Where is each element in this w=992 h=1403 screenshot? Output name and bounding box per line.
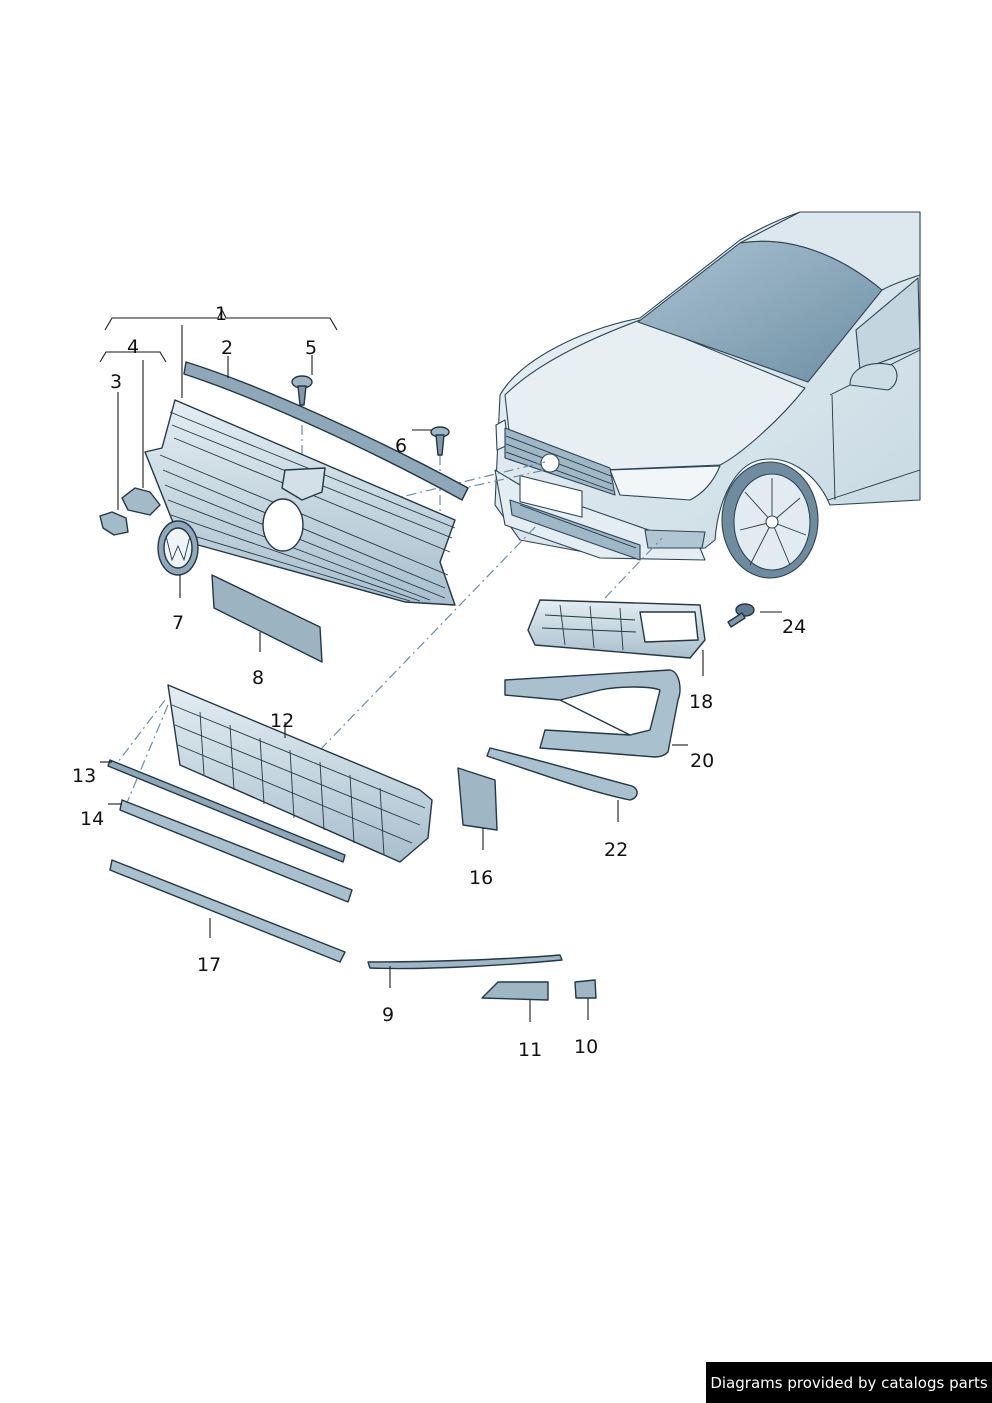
callout-22: 22 — [604, 839, 628, 861]
part-9-trim-strip — [367, 954, 563, 970]
callout-9: 9 — [382, 1004, 394, 1026]
part-8-plate-bracket — [211, 574, 323, 663]
callout-1: 1 — [215, 303, 227, 325]
callout-3: 3 — [110, 371, 122, 393]
callout-13: 13 — [72, 765, 96, 787]
part-17-trim-strip — [109, 859, 346, 963]
part-3-clip — [99, 511, 129, 536]
part-5-screw — [291, 375, 313, 406]
part-7-emblem — [157, 520, 199, 576]
callout-16: 16 — [469, 867, 493, 889]
callout-18: 18 — [689, 691, 713, 713]
callout-11: 11 — [518, 1039, 542, 1061]
part-24-screw — [727, 603, 755, 628]
callout-4: 4 — [127, 336, 139, 358]
callout-2: 2 — [221, 337, 233, 359]
vehicle-illustration — [494, 211, 921, 579]
part-1-upper-grille — [144, 399, 456, 606]
callout-labels: 1 2 3 4 5 6 7 8 9 10 11 12 13 14 16 17 1… — [72, 303, 806, 1061]
callout-17: 17 — [197, 954, 221, 976]
callout-7: 7 — [172, 612, 184, 634]
callout-10: 10 — [574, 1036, 598, 1058]
part-22-trim-strip — [486, 747, 638, 801]
callout-8: 8 — [252, 667, 264, 689]
callout-5: 5 — [305, 337, 317, 359]
part-4-bracket — [121, 487, 161, 516]
part-10-clip — [574, 979, 597, 999]
part-13-trim-strip — [107, 759, 346, 863]
part-12-lower-grille — [167, 684, 433, 863]
part-16-bracket — [457, 767, 498, 831]
callout-12: 12 — [270, 710, 294, 732]
part-6-screw — [430, 426, 450, 456]
part-18-fog-grille — [527, 599, 706, 659]
part-2-trim-strip — [183, 361, 469, 501]
part-14-trim-strip — [119, 799, 353, 903]
credit-banner: Diagrams provided by catalogs parts — [706, 1362, 992, 1403]
part-20-trim-frame — [504, 669, 681, 758]
credit-text: Diagrams provided by catalogs parts — [710, 1373, 988, 1392]
callout-14: 14 — [80, 808, 104, 830]
callout-6: 6 — [395, 435, 407, 457]
part-11-trim-piece — [481, 981, 549, 1001]
leader-lines — [99, 308, 782, 1022]
callout-20: 20 — [690, 750, 714, 772]
callout-24: 24 — [782, 616, 806, 638]
